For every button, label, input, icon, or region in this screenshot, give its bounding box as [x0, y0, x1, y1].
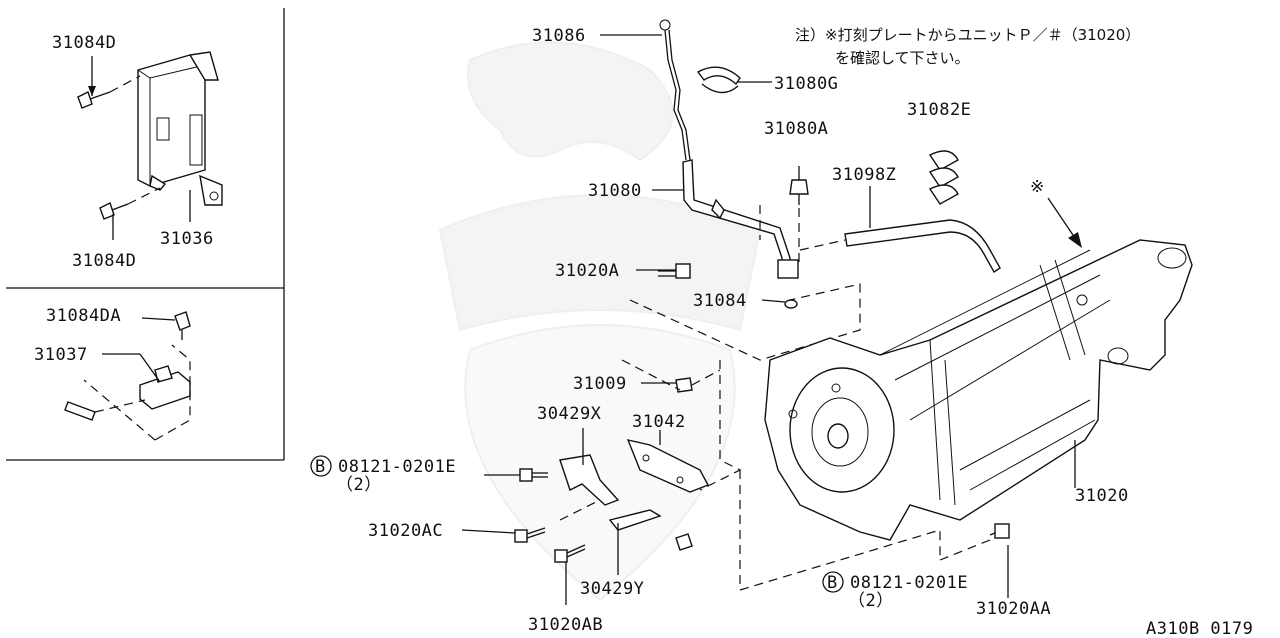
label-31080: 31080: [588, 181, 642, 201]
sensor-31037: [64, 311, 191, 441]
bolt-31009: [675, 369, 721, 393]
spring-clip-31082E: [928, 150, 959, 205]
diagram-code: A310B 0179: [1146, 619, 1253, 638]
label-30429X: 30429X: [537, 404, 602, 424]
transmission-31020: [764, 239, 1193, 541]
label-31084D-bottom: 31084D: [72, 251, 136, 271]
screw-31084D-bottom: [99, 187, 161, 220]
bolt-bracket-30429Y: [675, 533, 693, 551]
o-ring-31084: [784, 299, 798, 309]
label-08121-left: 08121-0201E: [338, 457, 456, 477]
bolt-31020AA: [989, 523, 1010, 539]
circle-b-left-letter: B: [315, 457, 326, 477]
label-qty-right: （2）: [848, 591, 894, 611]
label-31020AA: 31020AA: [976, 599, 1051, 619]
label-31037: 31037: [34, 345, 88, 365]
label-31082E: 31082E: [907, 100, 971, 120]
filler-tube-31080: [682, 159, 799, 279]
marker-symbol: ※: [1030, 177, 1045, 197]
circle-b-right-icon: B: [822, 571, 844, 593]
label-08121-right: 08121-0201E: [850, 573, 968, 593]
label-31080G: 31080G: [774, 74, 838, 94]
bracket-30429X: [559, 454, 620, 506]
marker-arrow: [1047, 197, 1082, 248]
inset-frame: [6, 8, 285, 461]
label-31036: 31036: [160, 229, 214, 249]
screw-31084D-top: [77, 75, 141, 109]
breather-hose-31098Z: [799, 219, 1001, 274]
bolt-31020A: [658, 263, 691, 279]
label-qty-left: （2）: [336, 475, 382, 495]
leader-lines: [88, 34, 1076, 605]
label-31020AC: 31020AC: [368, 521, 443, 541]
watermark-emblem: [438, 41, 762, 602]
label-31020A: 31020A: [555, 261, 619, 281]
label-31020AB: 31020AB: [528, 615, 603, 635]
label-31020: 31020: [1075, 486, 1129, 506]
note-line-2: を確認して下さい。: [835, 49, 970, 67]
label-31086: 31086: [532, 26, 586, 46]
label-31098Z: 31098Z: [832, 165, 896, 185]
circle-b-right-letter: B: [827, 573, 838, 593]
label-31042: 31042: [632, 412, 686, 432]
assembly-dashes: [559, 283, 991, 591]
label-31080A: 31080A: [764, 119, 828, 139]
bracket-31042: [626, 439, 709, 493]
note-line-1: 注）※打刻プレートからユニットＰ／＃（31020）: [795, 26, 1140, 44]
bracket-30429Y: [608, 509, 662, 531]
bolt-31020AC: [514, 527, 546, 543]
label-31084D-top: 31084D: [52, 33, 116, 53]
dipstick-31086: [659, 19, 691, 161]
bolt-31020AB: [554, 544, 586, 563]
circle-b-left-icon: B: [310, 455, 332, 477]
part-labels: 31084D 31084D 31036 31084DA 31037 31086 …: [34, 26, 1253, 638]
label-31084: 31084: [693, 291, 747, 311]
clip-31080G: [696, 66, 741, 94]
label-30429Y: 30429Y: [580, 579, 644, 599]
label-31084DA: 31084DA: [46, 306, 121, 326]
control-unit-31036: [137, 51, 223, 206]
label-31009: 31009: [573, 374, 627, 394]
bolt-31080A: [789, 166, 809, 262]
